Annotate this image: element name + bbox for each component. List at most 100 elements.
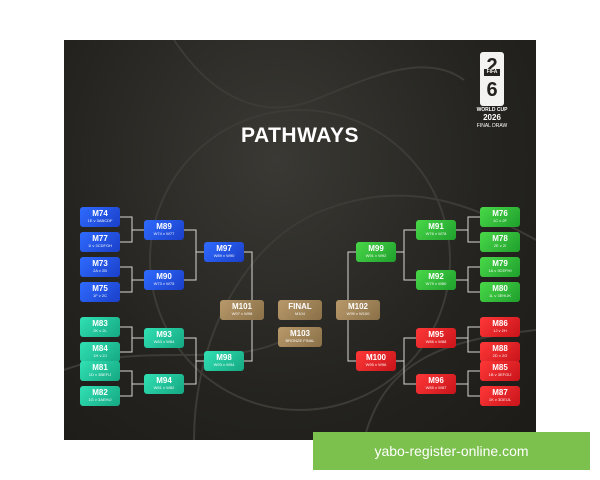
match-teams: 1L v 3EHIJK bbox=[488, 293, 512, 298]
match-label: M101 bbox=[231, 302, 252, 311]
match-teams: W73 v W75 bbox=[153, 281, 175, 286]
pathways-poster: PATHWAYS 2 FIFA 6 WORLD CUP 2026 FINAL D… bbox=[64, 40, 536, 440]
match-label: M73 bbox=[92, 259, 108, 268]
logo-digit-bottom: 6 bbox=[486, 79, 498, 101]
logo-fifa-label: FIFA bbox=[484, 69, 500, 76]
match-label: M85 bbox=[492, 363, 508, 372]
match-teams: W79 v W80 bbox=[425, 281, 447, 286]
match-label: M97 bbox=[216, 244, 232, 253]
match-label: M78 bbox=[492, 234, 508, 243]
match-teams: 1A v 3CEFHI bbox=[488, 268, 512, 273]
match-label: M84 bbox=[92, 344, 108, 353]
match-label: M74 bbox=[92, 209, 108, 218]
match-label: M100 bbox=[365, 353, 386, 362]
match-teams: 1E v 3ABCDF bbox=[87, 218, 113, 223]
match-label: M88 bbox=[492, 344, 508, 353]
match-teams: 2D v 2G bbox=[492, 353, 508, 358]
match-teams: W85 v W87 bbox=[425, 385, 447, 390]
match-label: M77 bbox=[92, 234, 108, 243]
match-label: M75 bbox=[92, 284, 108, 293]
match-label: M87 bbox=[492, 388, 508, 397]
world-cup-logo: 2 FIFA 6 WORLD CUP 2026 FINAL DRAW bbox=[474, 52, 530, 129]
match-label: M81 bbox=[92, 363, 108, 372]
match-teams: 1I v 3CDFGH bbox=[87, 243, 112, 248]
match-teams: 1F v 2C bbox=[92, 293, 107, 298]
match-label: M83 bbox=[92, 319, 108, 328]
match-teams: W76 v W78 bbox=[425, 231, 447, 236]
match-teams: 1D v 3BEFIJ bbox=[88, 372, 112, 377]
match-label: M80 bbox=[492, 284, 508, 293]
match-label: M95 bbox=[428, 330, 444, 339]
logo-line-2: 2026 bbox=[483, 113, 501, 122]
page-title: PATHWAYS bbox=[241, 124, 359, 147]
match-teams: W95 v W96 bbox=[365, 362, 387, 367]
match-label: M98 bbox=[216, 353, 232, 362]
logo-line-1: WORLD CUP bbox=[476, 107, 508, 113]
match-label: M103 bbox=[289, 329, 310, 338]
match-label: M89 bbox=[156, 222, 172, 231]
match-teams: 2A v 2B bbox=[93, 268, 107, 273]
match-label: M82 bbox=[92, 388, 108, 397]
logo-digit-top: 2 bbox=[486, 55, 498, 77]
match-teams: 1K v 3DEIJL bbox=[488, 397, 512, 402]
match-teams: 2K v 2L bbox=[93, 328, 107, 333]
match-teams: W93 v W94 bbox=[213, 362, 235, 367]
match-label: FINAL bbox=[288, 302, 312, 311]
match-teams: 1B v 3EFGIJ bbox=[488, 372, 512, 377]
match-label: M91 bbox=[428, 222, 444, 231]
match-teams: W91 v W92 bbox=[365, 253, 387, 258]
match-teams: M104 bbox=[294, 311, 305, 316]
match-teams: W97 v W98 bbox=[231, 311, 253, 316]
match-label: M102 bbox=[347, 302, 368, 311]
trophy-logo-icon bbox=[480, 52, 504, 106]
match-label: M79 bbox=[492, 259, 508, 268]
match-label: M90 bbox=[156, 272, 172, 281]
match-label: M94 bbox=[156, 376, 172, 385]
match-label: M93 bbox=[156, 330, 172, 339]
match-teams: W74 v W77 bbox=[153, 231, 175, 236]
match-teams: 1H v 2J bbox=[93, 353, 107, 358]
match-teams: W99 v W100 bbox=[346, 311, 370, 316]
match-teams: W83 v W84 bbox=[153, 339, 175, 344]
match-teams: BRONZE FINAL bbox=[285, 338, 315, 343]
match-teams: 1J v 2H bbox=[493, 328, 507, 333]
match-label: M86 bbox=[492, 319, 508, 328]
match-label: M99 bbox=[368, 244, 384, 253]
watermark-banner: yabo-register-online.com bbox=[313, 432, 590, 470]
match-teams: 2E v 2I bbox=[493, 243, 507, 248]
logo-line-3: FINAL DRAW bbox=[476, 123, 508, 129]
match-teams: W81 v W82 bbox=[153, 385, 175, 390]
match-teams: W86 v W88 bbox=[425, 339, 447, 344]
match-label: M76 bbox=[492, 209, 508, 218]
match-teams: 1G v 3AEHIJ bbox=[88, 397, 112, 402]
